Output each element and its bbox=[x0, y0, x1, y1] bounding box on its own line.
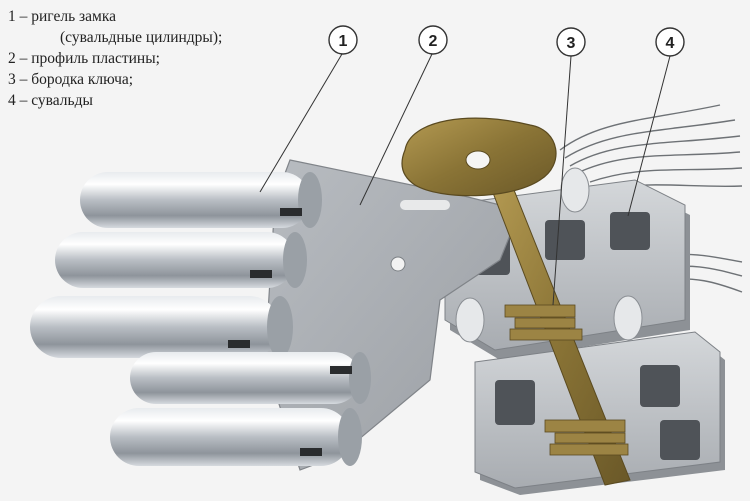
legend-item-1: 1 – ригель замка bbox=[8, 8, 116, 25]
bolt-cylinder bbox=[130, 352, 371, 404]
callout-3-label: 3 bbox=[567, 35, 576, 52]
bolt-cylinders bbox=[30, 172, 371, 466]
legend: 1 – ригель замка (сувальдные цилиндры); … bbox=[8, 6, 222, 111]
callout-3: 3 bbox=[556, 27, 586, 57]
legend-item-4: 4 – сувальды bbox=[8, 92, 93, 109]
legend-item-1-continued: (сувальдные цилиндры); bbox=[60, 29, 223, 46]
bolt-cylinder bbox=[80, 172, 322, 228]
key-bit bbox=[504, 304, 629, 456]
callout-2-label: 2 bbox=[429, 33, 438, 50]
bolt-cylinder bbox=[110, 408, 362, 466]
callout-4-label: 4 bbox=[666, 35, 675, 52]
callout-1-label: 1 bbox=[339, 33, 348, 50]
callout-4: 4 bbox=[655, 27, 685, 57]
callout-1: 1 bbox=[328, 25, 358, 55]
legend-item-3: 3 – бородка ключа; bbox=[8, 71, 134, 88]
legend-item-2: 2 – профиль пластины; bbox=[8, 50, 160, 67]
bolt-cylinder bbox=[55, 232, 307, 288]
key bbox=[401, 117, 631, 486]
callout-leaders bbox=[259, 53, 671, 306]
bolt-cylinder bbox=[30, 296, 293, 358]
callout-2: 2 bbox=[418, 25, 448, 55]
